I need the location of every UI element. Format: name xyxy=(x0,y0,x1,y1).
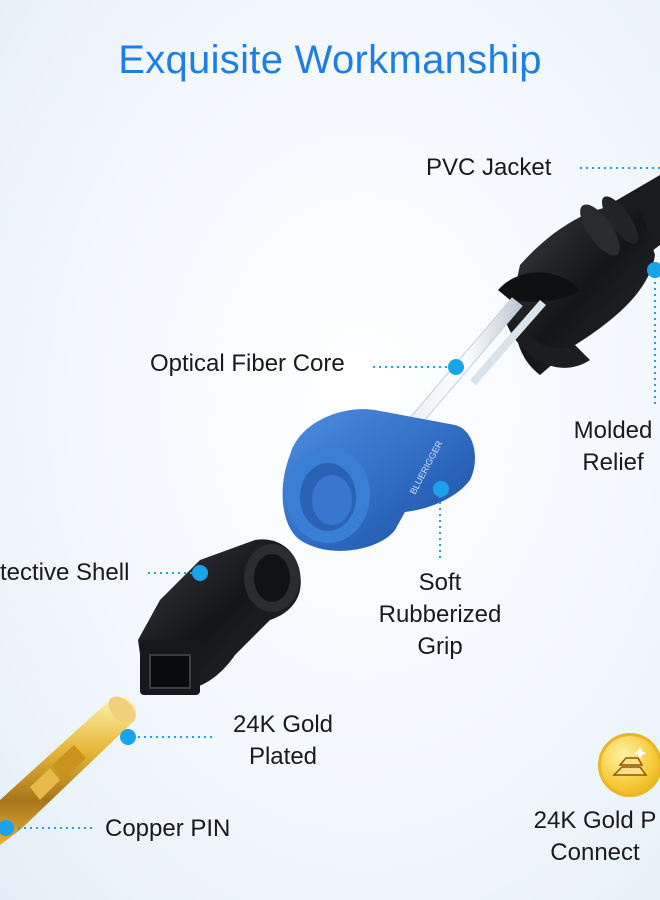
soft-rubberized-grip: BLUERIGGER xyxy=(282,409,475,551)
callout-dot-gold xyxy=(120,729,136,745)
label-gold-plated-line1: 24K Gold xyxy=(232,711,334,738)
callout-dot-fiber xyxy=(448,359,464,375)
label-24k-gold-connector: 24K Gold P Connect xyxy=(510,805,660,869)
label-pvc-jacket: PVC Jacket xyxy=(426,154,552,181)
gold-bars-glyph xyxy=(612,747,648,776)
callout-dot-copper xyxy=(0,820,14,836)
label-copper-pin: Copper PIN xyxy=(105,815,231,842)
label-soft-line1: Soft xyxy=(418,569,462,596)
label-24k-gold-plated: 24K Gold Plated xyxy=(218,709,348,773)
label-molded-line1: Molded xyxy=(573,417,653,444)
label-gold-connector-line1: 24K Gold P xyxy=(533,807,657,834)
label-gold-plated-line2: Plated xyxy=(248,743,318,770)
callout-dot-relief xyxy=(647,262,660,278)
label-protective-shell: tective Shell xyxy=(0,559,130,586)
label-molded-relief: Molded Relief xyxy=(558,415,660,479)
gold-bars-icon xyxy=(598,733,660,797)
callouts xyxy=(12,167,660,829)
label-molded-line2: Relief xyxy=(582,449,644,476)
callout-dots xyxy=(0,262,660,836)
protective-shell xyxy=(138,539,301,695)
gold-copper-pin xyxy=(0,696,136,845)
label-soft-rubberized-grip: Soft Rubberized Grip xyxy=(360,567,520,663)
label-soft-line2: Rubberized xyxy=(378,601,502,628)
pvc-jacket-cable xyxy=(498,175,660,375)
page-title: Exquisite Workmanship xyxy=(118,38,542,82)
label-soft-line3: Grip xyxy=(417,633,463,660)
label-optical-fiber-core: Optical Fiber Core xyxy=(150,350,345,377)
label-gold-connector-line2: Connect xyxy=(550,839,640,866)
callout-dot-grip xyxy=(433,481,449,497)
callout-dot-shell xyxy=(192,565,208,581)
optical-fiber-core xyxy=(407,297,546,429)
